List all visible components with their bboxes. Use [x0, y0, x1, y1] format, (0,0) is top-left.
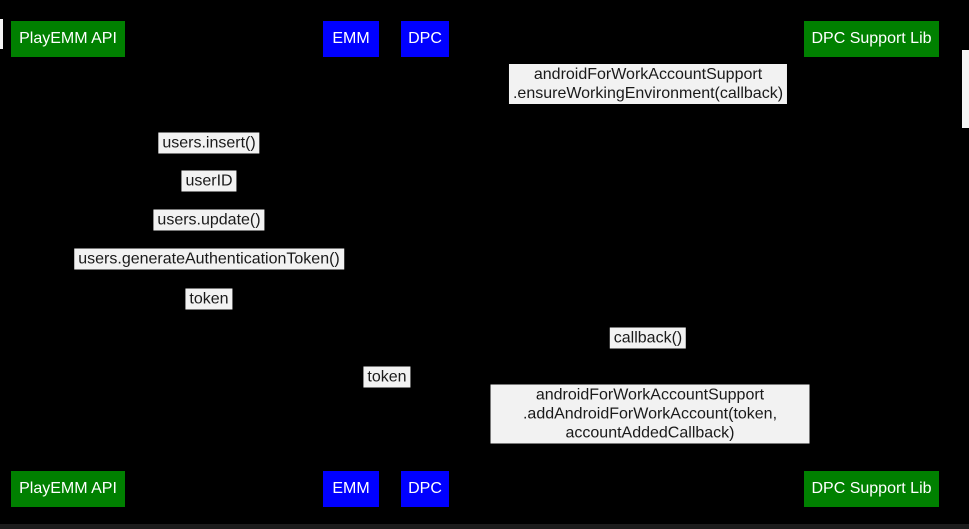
- actor-bottom-dpc-support-lib: DPC Support Lib: [804, 471, 939, 507]
- message-users-update: users.update(): [153, 209, 265, 231]
- message-users-insert: users.insert(): [158, 132, 260, 154]
- bottom-edge-strip: [0, 524, 969, 529]
- message-token-forward: token: [363, 366, 411, 388]
- actor-top-playemm-api: PlayEMM API: [11, 21, 125, 57]
- message-callback: callback(): [609, 327, 687, 349]
- message-ensure-working-environment: androidForWorkAccountSupport .ensureWork…: [508, 64, 788, 104]
- actor-top-dpc-support-lib: DPC Support Lib: [804, 21, 939, 57]
- message-add-android-for-work-account: androidForWorkAccountSupport .addAndroid…: [490, 384, 810, 444]
- message-token-response: token: [185, 288, 233, 310]
- message-userid: userID: [181, 170, 237, 192]
- actor-bottom-dpc: DPC: [401, 471, 449, 507]
- white-sliver-left-edge: [0, 19, 3, 49]
- actor-top-dpc: DPC: [401, 21, 449, 57]
- actor-bottom-emm: EMM: [323, 471, 379, 507]
- white-sliver-right-edge: [962, 50, 969, 128]
- actor-bottom-playemm-api: PlayEMM API: [11, 471, 125, 507]
- message-generate-authentication-token: users.generateAuthenticationToken(): [74, 248, 344, 270]
- actor-top-emm: EMM: [323, 21, 379, 57]
